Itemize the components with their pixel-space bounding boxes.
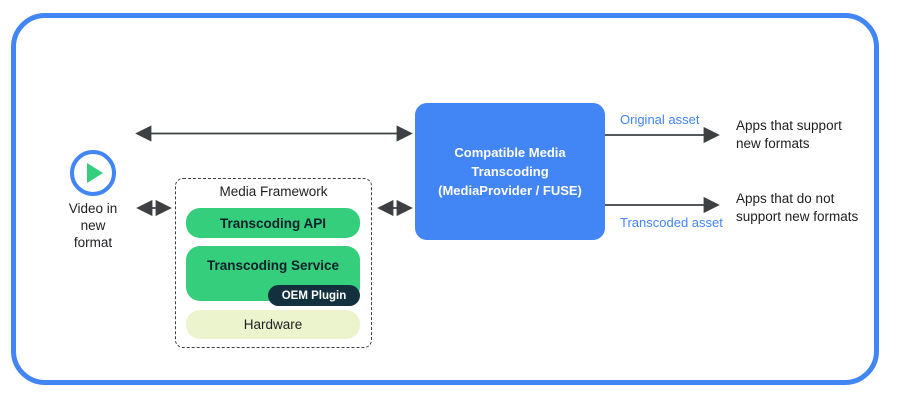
target-apps-no-support-new-formats: Apps that do not support new formats: [736, 191, 859, 224]
target-apps-support-new-formats: Apps that support new formats: [736, 118, 842, 151]
layer-transcoding-api: Transcoding API: [186, 208, 360, 238]
play-icon-triangle: [87, 163, 103, 183]
outer-frame-border: [11, 13, 879, 385]
video-source-caption: Video in new format: [68, 201, 118, 250]
layer-hardware: Hardware: [186, 310, 360, 339]
connector-video-to-framework: [136, 199, 172, 217]
media-framework-title: Media Framework: [219, 184, 328, 199]
oem-plugin-badge: OEM Plugin: [268, 285, 360, 306]
compatible-media-transcoding-box: Compatible Media Transcoding (MediaProvi…: [415, 103, 605, 240]
connector-cmt-to-apps-nosupport: [604, 196, 720, 214]
connector-framework-to-cmt: [377, 199, 413, 217]
play-icon-ring: [70, 150, 116, 196]
connector-cmt-to-apps-support: [604, 126, 720, 144]
connector-video-to-cmt: [135, 125, 413, 142]
play-circle-icon: [70, 150, 116, 196]
edge-label-original-asset: Original asset: [620, 112, 700, 127]
edge-label-transcoded-asset: Transcoded asset: [620, 215, 723, 230]
